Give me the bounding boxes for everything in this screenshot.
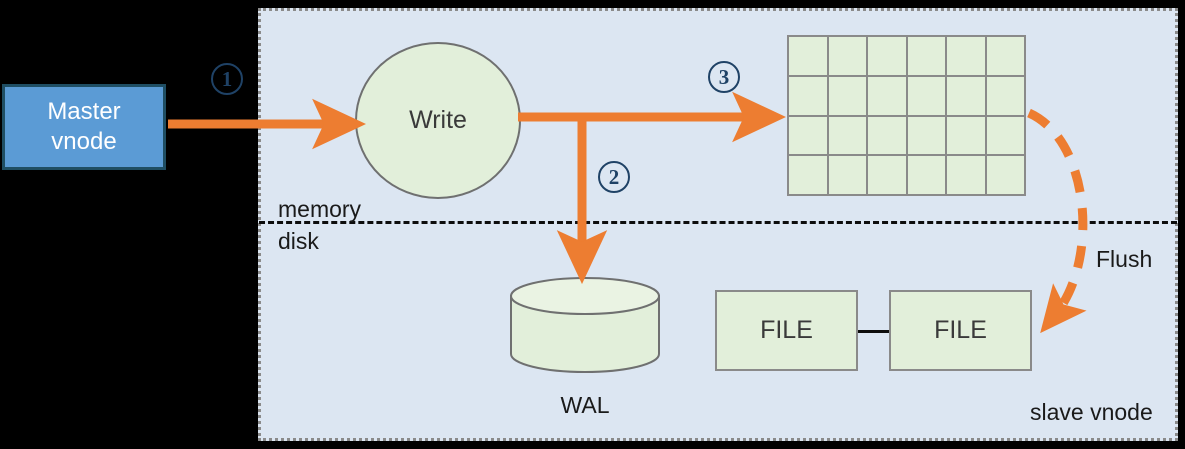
- step-badge-2-number: 2: [608, 164, 620, 189]
- memtable-cell: [828, 156, 866, 194]
- memtable-cell: [789, 156, 827, 194]
- memtable-cell: [907, 116, 945, 155]
- memtable-cell: [986, 76, 1024, 115]
- memtable-cell: [868, 156, 906, 194]
- memtable-cell: [868, 37, 906, 75]
- file-box-1: FILE: [715, 290, 858, 371]
- memtable-cell: [986, 156, 1024, 194]
- step-badge-2: 2: [598, 161, 630, 193]
- memtable-cell: [947, 116, 985, 155]
- wal-cylinder: [509, 276, 661, 374]
- slave-vnode-label: slave vnode: [1030, 399, 1153, 425]
- flush-label: Flush: [1096, 246, 1153, 272]
- memtable-cell: [947, 37, 985, 75]
- memtable-cell: [828, 76, 866, 115]
- file-connector-line: [858, 330, 889, 333]
- memtable-cell: [868, 76, 906, 115]
- file-box-2-label: FILE: [934, 316, 987, 344]
- write-node: Write: [355, 42, 521, 199]
- file-box-2: FILE: [889, 290, 1032, 371]
- disk-label: disk: [278, 228, 319, 254]
- master-vnode-label-line1: Master: [47, 98, 121, 125]
- master-vnode-label-line2: vnode: [51, 128, 117, 155]
- memory-label: memory: [278, 196, 362, 222]
- step-badge-3-number: 3: [718, 64, 730, 89]
- step-badge-1-number: 1: [221, 66, 233, 91]
- master-vnode-box: Master vnode: [2, 84, 166, 170]
- step-badge-3: 3: [708, 61, 740, 93]
- memtable-cell: [828, 37, 866, 75]
- step-badge-1: 1: [211, 63, 243, 95]
- memtable-cell: [907, 156, 945, 194]
- file-box-1-label: FILE: [760, 316, 813, 344]
- memtable-cell: [907, 76, 945, 115]
- memtable-cell: [789, 76, 827, 115]
- write-node-label: Write: [409, 106, 467, 134]
- memtable-cell: [907, 37, 945, 75]
- memory-disk-divider: [259, 221, 1177, 224]
- memtable-cell: [828, 116, 866, 155]
- memtable-cell: [986, 37, 1024, 75]
- wal-label: WAL: [560, 392, 610, 418]
- memtable-cell: [789, 116, 827, 155]
- memtable-grid: [787, 35, 1026, 196]
- memtable-cell: [868, 116, 906, 155]
- memtable-cell: [947, 156, 985, 194]
- memtable-cell: [789, 37, 827, 75]
- memtable-cell: [947, 76, 985, 115]
- memtable-cell: [986, 116, 1024, 155]
